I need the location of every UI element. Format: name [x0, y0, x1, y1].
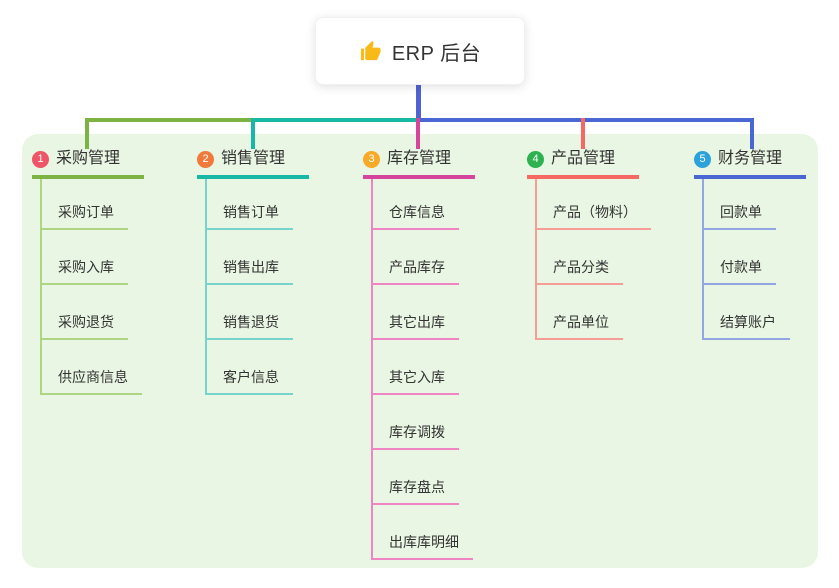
branches-panel [22, 134, 818, 568]
tree-node: 产品单位 [537, 285, 651, 340]
tree-node-label[interactable]: 出库库明细 [373, 532, 473, 560]
connector-drop-product [581, 118, 585, 149]
branch-inventory: 3 库存管理 仓库信息 产品库存 其它出库 其它入库 库存调拨 库存盘点 出库库… [363, 146, 475, 560]
tree-node: 其它入库 [373, 340, 475, 395]
tree-node-label[interactable]: 库存盘点 [373, 477, 459, 505]
badge-3-icon: 3 [363, 150, 380, 168]
badge-5-icon: 5 [694, 150, 711, 168]
tree-node: 仓库信息 [373, 179, 475, 230]
tree-node-label[interactable]: 其它入库 [373, 367, 459, 395]
tree-node-label[interactable]: 库存调拨 [373, 422, 459, 450]
connector-bus-green [85, 118, 255, 122]
branch-children: 销售订单 销售出库 销售退货 客户信息 [205, 179, 309, 395]
root-node[interactable]: ERP 后台 [315, 17, 525, 85]
tree-node-label[interactable]: 销售退货 [207, 312, 293, 340]
tree-node: 客户信息 [207, 340, 309, 395]
branch-purchase: 1 采购管理 采购订单 采购入库 采购退货 供应商信息 [32, 146, 144, 395]
branch-title-finance[interactable]: 5 财务管理 [694, 146, 806, 179]
tree-node-label[interactable]: 销售订单 [207, 202, 293, 230]
tree-node-label[interactable]: 结算账户 [704, 312, 790, 340]
branch-label: 采购管理 [56, 150, 121, 167]
tree-node-label[interactable]: 产品（物料） [537, 202, 651, 230]
thumbs-up-icon [360, 40, 381, 60]
tree-node-label[interactable]: 产品单位 [537, 312, 623, 340]
tree-node: 产品（物料） [537, 179, 651, 230]
tree-node-label[interactable]: 销售出库 [207, 257, 293, 285]
branch-children: 回款单 付款单 结算账户 [702, 179, 806, 340]
tree-node: 销售出库 [207, 230, 309, 285]
badge-2-icon: 2 [197, 150, 214, 168]
branch-sales: 2 销售管理 销售订单 销售出库 销售退货 客户信息 [197, 146, 309, 395]
badge-1-icon: 1 [32, 150, 49, 168]
branch-title-purchase[interactable]: 1 采购管理 [32, 146, 144, 179]
connector-drop-inventory [416, 118, 420, 149]
tree-node: 采购入库 [42, 230, 144, 285]
branch-label: 财务管理 [718, 150, 783, 167]
tree-node: 销售订单 [207, 179, 309, 230]
connector-root-stub [416, 83, 421, 120]
tree-node-label[interactable]: 其它出库 [373, 312, 459, 340]
tree-node: 回款单 [704, 179, 806, 230]
branch-label: 库存管理 [387, 150, 452, 167]
branch-children: 产品（物料） 产品分类 产品单位 [535, 179, 651, 340]
tree-node: 采购退货 [42, 285, 144, 340]
tree-node-label[interactable]: 采购退货 [42, 312, 128, 340]
connector-bus-teal [251, 118, 420, 122]
tree-node: 结算账户 [704, 285, 806, 340]
branch-finance: 5 财务管理 回款单 付款单 结算账户 [694, 146, 806, 340]
tree-node-label[interactable]: 产品库存 [373, 257, 459, 285]
connector-drop-purchase [85, 118, 89, 149]
branch-label: 销售管理 [221, 150, 286, 167]
branch-children: 采购订单 采购入库 采购退货 供应商信息 [40, 179, 144, 395]
tree-node: 其它出库 [373, 285, 475, 340]
tree-node: 付款单 [704, 230, 806, 285]
tree-node-label[interactable]: 采购订单 [42, 202, 128, 230]
tree-node: 库存盘点 [373, 450, 475, 505]
tree-node-label[interactable]: 仓库信息 [373, 202, 459, 230]
branch-title-sales[interactable]: 2 销售管理 [197, 146, 309, 179]
branch-title-product[interactable]: 4 产品管理 [527, 146, 639, 179]
tree-node-label[interactable]: 供应商信息 [42, 367, 142, 395]
tree-node-label[interactable]: 采购入库 [42, 257, 128, 285]
tree-node-label[interactable]: 付款单 [704, 257, 776, 285]
tree-node: 产品分类 [537, 230, 651, 285]
tree-node: 出库库明细 [373, 505, 475, 560]
branch-title-inventory[interactable]: 3 库存管理 [363, 146, 475, 179]
tree-node: 供应商信息 [42, 340, 144, 395]
tree-node-label[interactable]: 产品分类 [537, 257, 623, 285]
branch-product: 4 产品管理 产品（物料） 产品分类 产品单位 [527, 146, 651, 340]
tree-node: 采购订单 [42, 179, 144, 230]
tree-node: 产品库存 [373, 230, 475, 285]
tree-node: 销售退货 [207, 285, 309, 340]
tree-node-label[interactable]: 客户信息 [207, 367, 293, 395]
badge-4-icon: 4 [527, 150, 544, 168]
root-label: ERP 后台 [391, 42, 482, 65]
tree-node: 库存调拨 [373, 395, 475, 450]
connector-drop-sales [251, 118, 255, 149]
connector-drop-finance [750, 118, 754, 149]
tree-node-label[interactable]: 回款单 [704, 202, 776, 230]
branch-children: 仓库信息 产品库存 其它出库 其它入库 库存调拨 库存盘点 出库库明细 [371, 179, 475, 560]
connector-bus-blue [416, 118, 754, 122]
branch-label: 产品管理 [551, 150, 616, 167]
